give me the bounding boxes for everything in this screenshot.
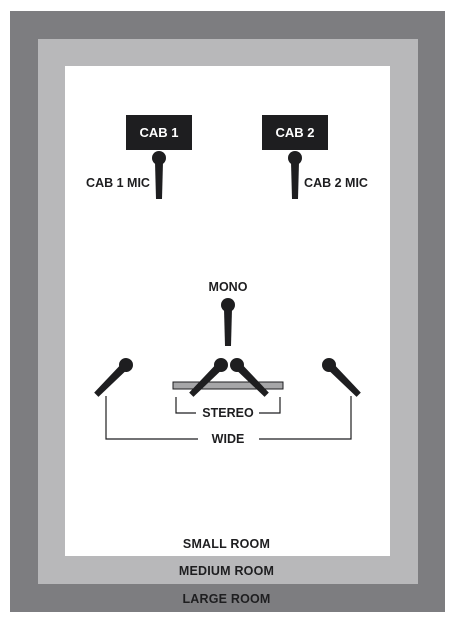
large-room-label: LARGE ROOM bbox=[182, 592, 271, 606]
cab-1: CAB 1 bbox=[126, 115, 192, 150]
wide-bracket bbox=[105, 396, 352, 440]
cab-2: CAB 2 bbox=[262, 115, 328, 150]
cab-2-mic-icon bbox=[288, 151, 302, 199]
stereo-label: STEREO bbox=[202, 406, 254, 420]
wide-label: WIDE bbox=[212, 432, 245, 446]
stereo-left-mic-icon bbox=[189, 358, 228, 397]
wide-left-mic-icon bbox=[94, 358, 133, 397]
cab-2-mic-label: CAB 2 MIC bbox=[304, 176, 368, 190]
cab-1-mic-label: CAB 1 MIC bbox=[86, 176, 150, 190]
stereo-bar bbox=[172, 381, 284, 390]
stereo-bracket bbox=[175, 397, 281, 414]
mono-mic-icon bbox=[221, 298, 235, 346]
cab-1-box bbox=[126, 115, 192, 150]
mono-label: MONO bbox=[209, 280, 248, 294]
small-room-label: SMALL ROOM bbox=[182, 537, 271, 551]
cab-2-box bbox=[262, 115, 328, 150]
cab-1-label: CAB 1 bbox=[139, 125, 178, 140]
wide-right-mic-icon bbox=[322, 358, 361, 397]
stereo-right-mic-icon bbox=[230, 358, 269, 397]
cab-1-mic-icon bbox=[152, 151, 166, 199]
cab-2-label: CAB 2 bbox=[275, 125, 314, 140]
medium-room-label: MEDIUM ROOM bbox=[178, 564, 275, 578]
